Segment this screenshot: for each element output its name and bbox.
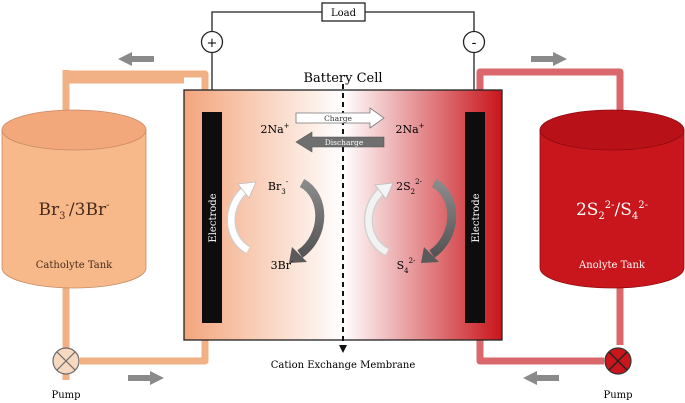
na-left: 2Na+ bbox=[260, 122, 289, 136]
flow-arrows bbox=[118, 52, 567, 385]
left-electrode bbox=[202, 112, 222, 323]
anolyte-formula: 2S22-/S42- bbox=[576, 200, 648, 222]
battery-cell: Battery Cell Cation Exchange Membrane El… bbox=[183, 71, 503, 371]
s4-species: S42- bbox=[397, 257, 416, 275]
anolyte-tank-label: Anolyte Tank bbox=[578, 260, 646, 271]
membrane-label: Cation Exchange Membrane bbox=[271, 360, 416, 371]
br3-species: Br3- bbox=[268, 178, 289, 196]
external-circuit: Load + - bbox=[200, 2, 486, 112]
catholyte-piping bbox=[62, 70, 209, 380]
load-box bbox=[321, 2, 366, 22]
pump-right-label: Pump bbox=[603, 390, 632, 401]
left-redox-cycle: Br3- 3Br- bbox=[226, 178, 325, 272]
left-electrode-label: Electrode bbox=[208, 193, 219, 242]
anolyte-tank: 2S22-/S42- Anolyte Tank bbox=[539, 109, 685, 289]
cell-title: Battery Cell bbox=[303, 71, 382, 86]
charge-label: Charge bbox=[324, 114, 352, 123]
catholyte-tank-label: Catholyte Tank bbox=[36, 260, 113, 271]
flow-arrow-bottom-right bbox=[523, 371, 559, 385]
anolyte-piping bbox=[476, 68, 624, 365]
na-right: 2Na+ bbox=[395, 122, 424, 136]
br-species: 3Br- bbox=[271, 258, 294, 272]
negative-terminal bbox=[462, 30, 486, 54]
anolyte-pump: Pump bbox=[603, 347, 633, 401]
load-label: Load bbox=[331, 8, 357, 19]
negative-terminal-label: - bbox=[472, 35, 477, 51]
flow-arrow-top-right bbox=[531, 52, 567, 66]
catholyte-pump: Pump bbox=[51, 347, 81, 401]
positive-terminal-label: + bbox=[207, 36, 218, 51]
flow-arrow-top-left bbox=[118, 52, 154, 66]
right-redox-cycle: 2S22- S42- bbox=[364, 178, 457, 275]
right-electrode-label: Electrode bbox=[471, 193, 482, 242]
pump-left-label: Pump bbox=[51, 390, 80, 401]
catholyte-tank: Br3-/3Br- Catholyte Tank bbox=[1, 109, 147, 289]
charge-arrow: Charge bbox=[295, 107, 385, 129]
positive-terminal bbox=[200, 30, 224, 54]
right-electrode bbox=[465, 112, 485, 323]
discharge-label: Discharge bbox=[325, 138, 364, 147]
catholyte-formula: Br3-/3Br- bbox=[39, 200, 110, 222]
discharge-arrow: Discharge bbox=[295, 131, 385, 153]
flow-arrow-bottom-left bbox=[128, 371, 164, 385]
s2-species: 2S22- bbox=[396, 178, 422, 196]
